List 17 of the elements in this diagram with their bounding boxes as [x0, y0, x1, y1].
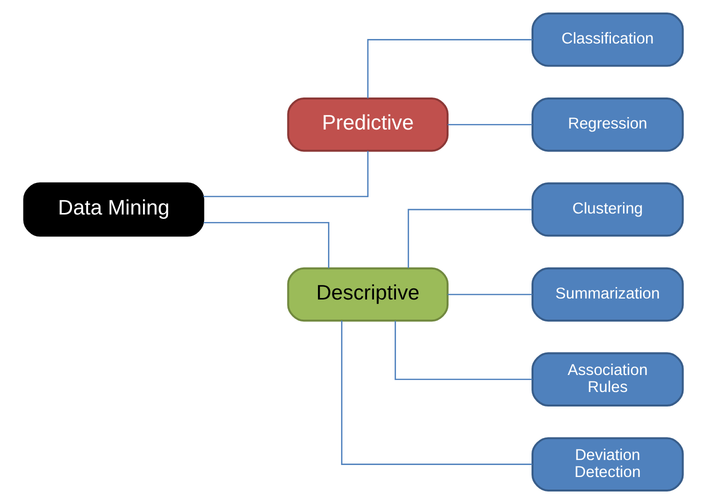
connector: [203, 222, 329, 268]
node-box: Predictive: [286, 98, 448, 152]
node-box: Summarization: [531, 267, 684, 322]
connector: [447, 124, 532, 126]
node-box: Descriptive: [286, 267, 448, 322]
node-box: Deviation Detection: [531, 437, 684, 492]
connector: [447, 294, 532, 296]
connector: [340, 320, 532, 465]
connector: [407, 208, 532, 268]
node-box: Data Mining: [22, 182, 204, 237]
node-box: Clustering: [531, 182, 684, 237]
connector: [366, 39, 532, 98]
node-box: Association Rules: [531, 352, 684, 406]
node-box: Classification: [531, 12, 684, 67]
connector: [202, 150, 368, 198]
node-box: Regression: [531, 98, 684, 152]
connector: [394, 320, 532, 380]
